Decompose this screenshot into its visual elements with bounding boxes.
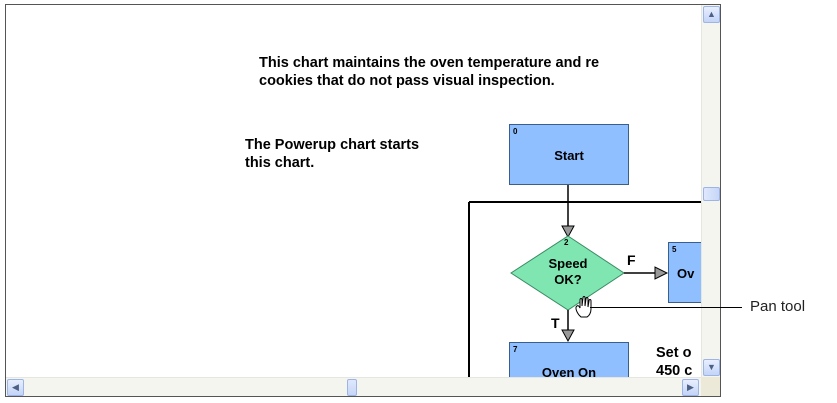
false-branch-label: F — [627, 252, 636, 268]
chevron-down-icon: ▼ — [707, 362, 716, 372]
chevron-up-icon: ▲ — [707, 9, 716, 19]
powerup-note: The Powerup chart starts this chart. — [245, 136, 419, 172]
powerup-note-line1: The Powerup chart starts — [245, 137, 420, 153]
scroll-down-button[interactable]: ▼ — [703, 359, 720, 376]
arrow-start-decision — [561, 225, 575, 239]
decision-label[interactable]: Speed OK? — [538, 256, 598, 288]
block-number: 0 — [513, 127, 518, 136]
block-label: Start — [554, 148, 584, 163]
vertical-scrollbar[interactable]: ▲ ▼ — [701, 5, 720, 377]
pan-tool-callout: Pan tool — [750, 298, 806, 315]
set-note-line1: Set o — [656, 345, 692, 361]
block-label: Ov — [677, 266, 695, 281]
decision-number: 2 — [564, 238, 569, 247]
scroll-up-button[interactable]: ▲ — [703, 6, 720, 23]
true-branch-label: T — [551, 315, 560, 331]
horizontal-scrollbar[interactable]: ◀ ▶ — [6, 377, 701, 396]
block-number: 5 — [672, 245, 677, 254]
chart-description: This chart maintains the oven temperatur… — [259, 54, 599, 90]
set-note-line2: 450 c — [656, 363, 693, 377]
chart-description-line2: cookies that do not pass visual inspecti… — [259, 73, 555, 89]
chevron-right-icon: ▶ — [687, 382, 694, 392]
scroll-right-button[interactable]: ▶ — [682, 379, 699, 396]
block-number: 7 — [513, 345, 518, 354]
block-label: Oven On — [541, 365, 597, 377]
chart-editor-window: This chart maintains the oven temperatur… — [5, 4, 721, 397]
chart-description-line1: This chart maintains the oven temperatur… — [259, 55, 600, 71]
arrow-false — [654, 266, 669, 280]
flow-connectors — [468, 185, 701, 377]
oven-off-block[interactable]: 5 Ov — [668, 242, 701, 303]
horizontal-scroll-thumb[interactable] — [347, 379, 357, 396]
chevron-left-icon: ◀ — [12, 382, 19, 392]
vertical-scroll-thumb[interactable] — [703, 187, 720, 201]
scrollbar-corner — [701, 377, 720, 396]
powerup-note-line2: this chart. — [245, 155, 315, 171]
oven-on-block[interactable]: 7 Oven On — [509, 342, 629, 377]
decision-label-line1: Speed — [548, 256, 588, 271]
hand-pan-icon — [575, 296, 592, 318]
set-temperature-note: Set o 450 c — [656, 344, 692, 377]
chart-canvas[interactable]: This chart maintains the oven temperatur… — [6, 5, 701, 377]
callout-line — [590, 307, 742, 308]
start-block[interactable]: 0 Start — [509, 124, 629, 185]
decision-label-line2: OK? — [554, 272, 582, 287]
arrow-true — [561, 329, 575, 343]
scroll-left-button[interactable]: ◀ — [7, 379, 24, 396]
